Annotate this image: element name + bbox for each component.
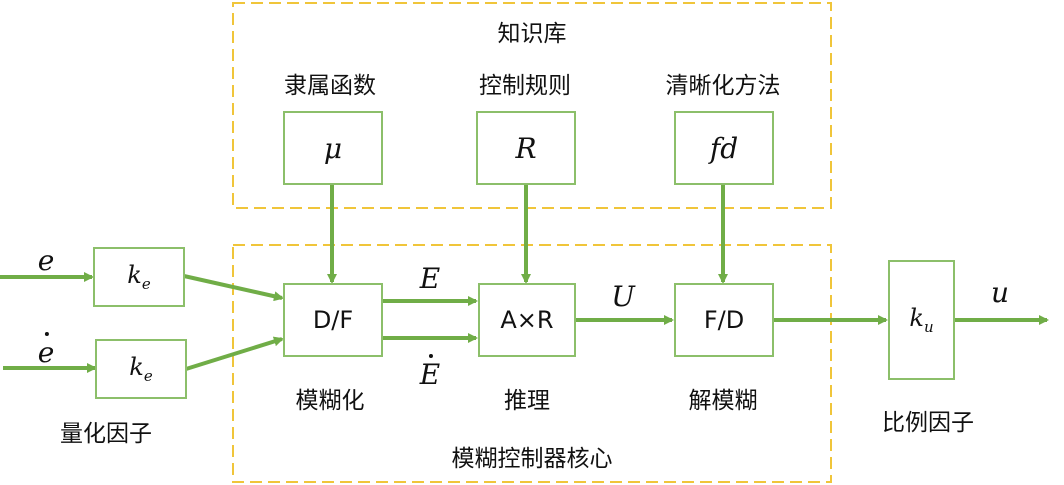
ke-sub: e <box>141 275 151 293</box>
u-output-label: u <box>990 276 1010 309</box>
defuzzify-label: 解模糊 <box>688 388 758 414</box>
U-signal-label: U <box>611 280 635 313</box>
fd-box-symbol: F/D <box>703 306 745 334</box>
ku-sub: u <box>923 318 934 336</box>
ku-box: ku <box>888 260 955 380</box>
ke-main: k <box>129 353 144 381</box>
edot-signal-label: e <box>38 336 55 369</box>
ke-box-2: ke <box>95 339 187 399</box>
ke-sub: e <box>143 367 153 385</box>
quantization-factor-label: 量化因子 <box>60 421 152 447</box>
rules-label: 控制规则 <box>479 73 571 99</box>
inference-label: 推理 <box>504 388 550 414</box>
arrow-ke1-to-df <box>183 274 284 302</box>
knowledge-base-title: 知识库 <box>497 21 567 47</box>
df-symbol: D/F <box>312 306 354 334</box>
Edot-signal-label: E <box>420 358 440 391</box>
ku-main: k <box>909 304 924 332</box>
defuzz-method-label: 清晰化方法 <box>665 73 781 99</box>
defuzzify-box: F/D <box>674 283 774 357</box>
edot-text: e <box>37 336 55 369</box>
core-title: 模糊控制器核心 <box>451 446 613 472</box>
rules-box: R <box>476 111 576 185</box>
Edot-text: E <box>419 358 441 391</box>
knowledge-base-container <box>232 2 832 209</box>
ku-symbol: ku <box>909 304 933 336</box>
ke-box-1: ke <box>93 247 185 307</box>
membership-box: μ <box>283 111 383 185</box>
ke-main: k <box>127 261 142 289</box>
defuzz-method-box: fd <box>674 111 774 185</box>
controller-core-container <box>232 244 832 483</box>
fuzzify-box: D/F <box>283 283 383 357</box>
scale-factor-label: 比例因子 <box>882 410 974 436</box>
axr-symbol: A×R <box>500 306 554 334</box>
arrow-ke2-to-df <box>185 336 284 371</box>
mu-symbol: μ <box>323 131 343 165</box>
E-signal-label: E <box>419 262 441 295</box>
e-signal-label: e <box>37 244 55 277</box>
fd-symbol: fd <box>709 131 739 165</box>
ke-symbol-2: ke <box>129 353 152 385</box>
fuzzify-label: 模糊化 <box>295 388 365 414</box>
inference-box: A×R <box>478 283 576 357</box>
r-symbol: R <box>515 131 537 165</box>
membership-label: 隶属函数 <box>284 73 376 99</box>
ke-symbol-1: ke <box>127 261 150 293</box>
